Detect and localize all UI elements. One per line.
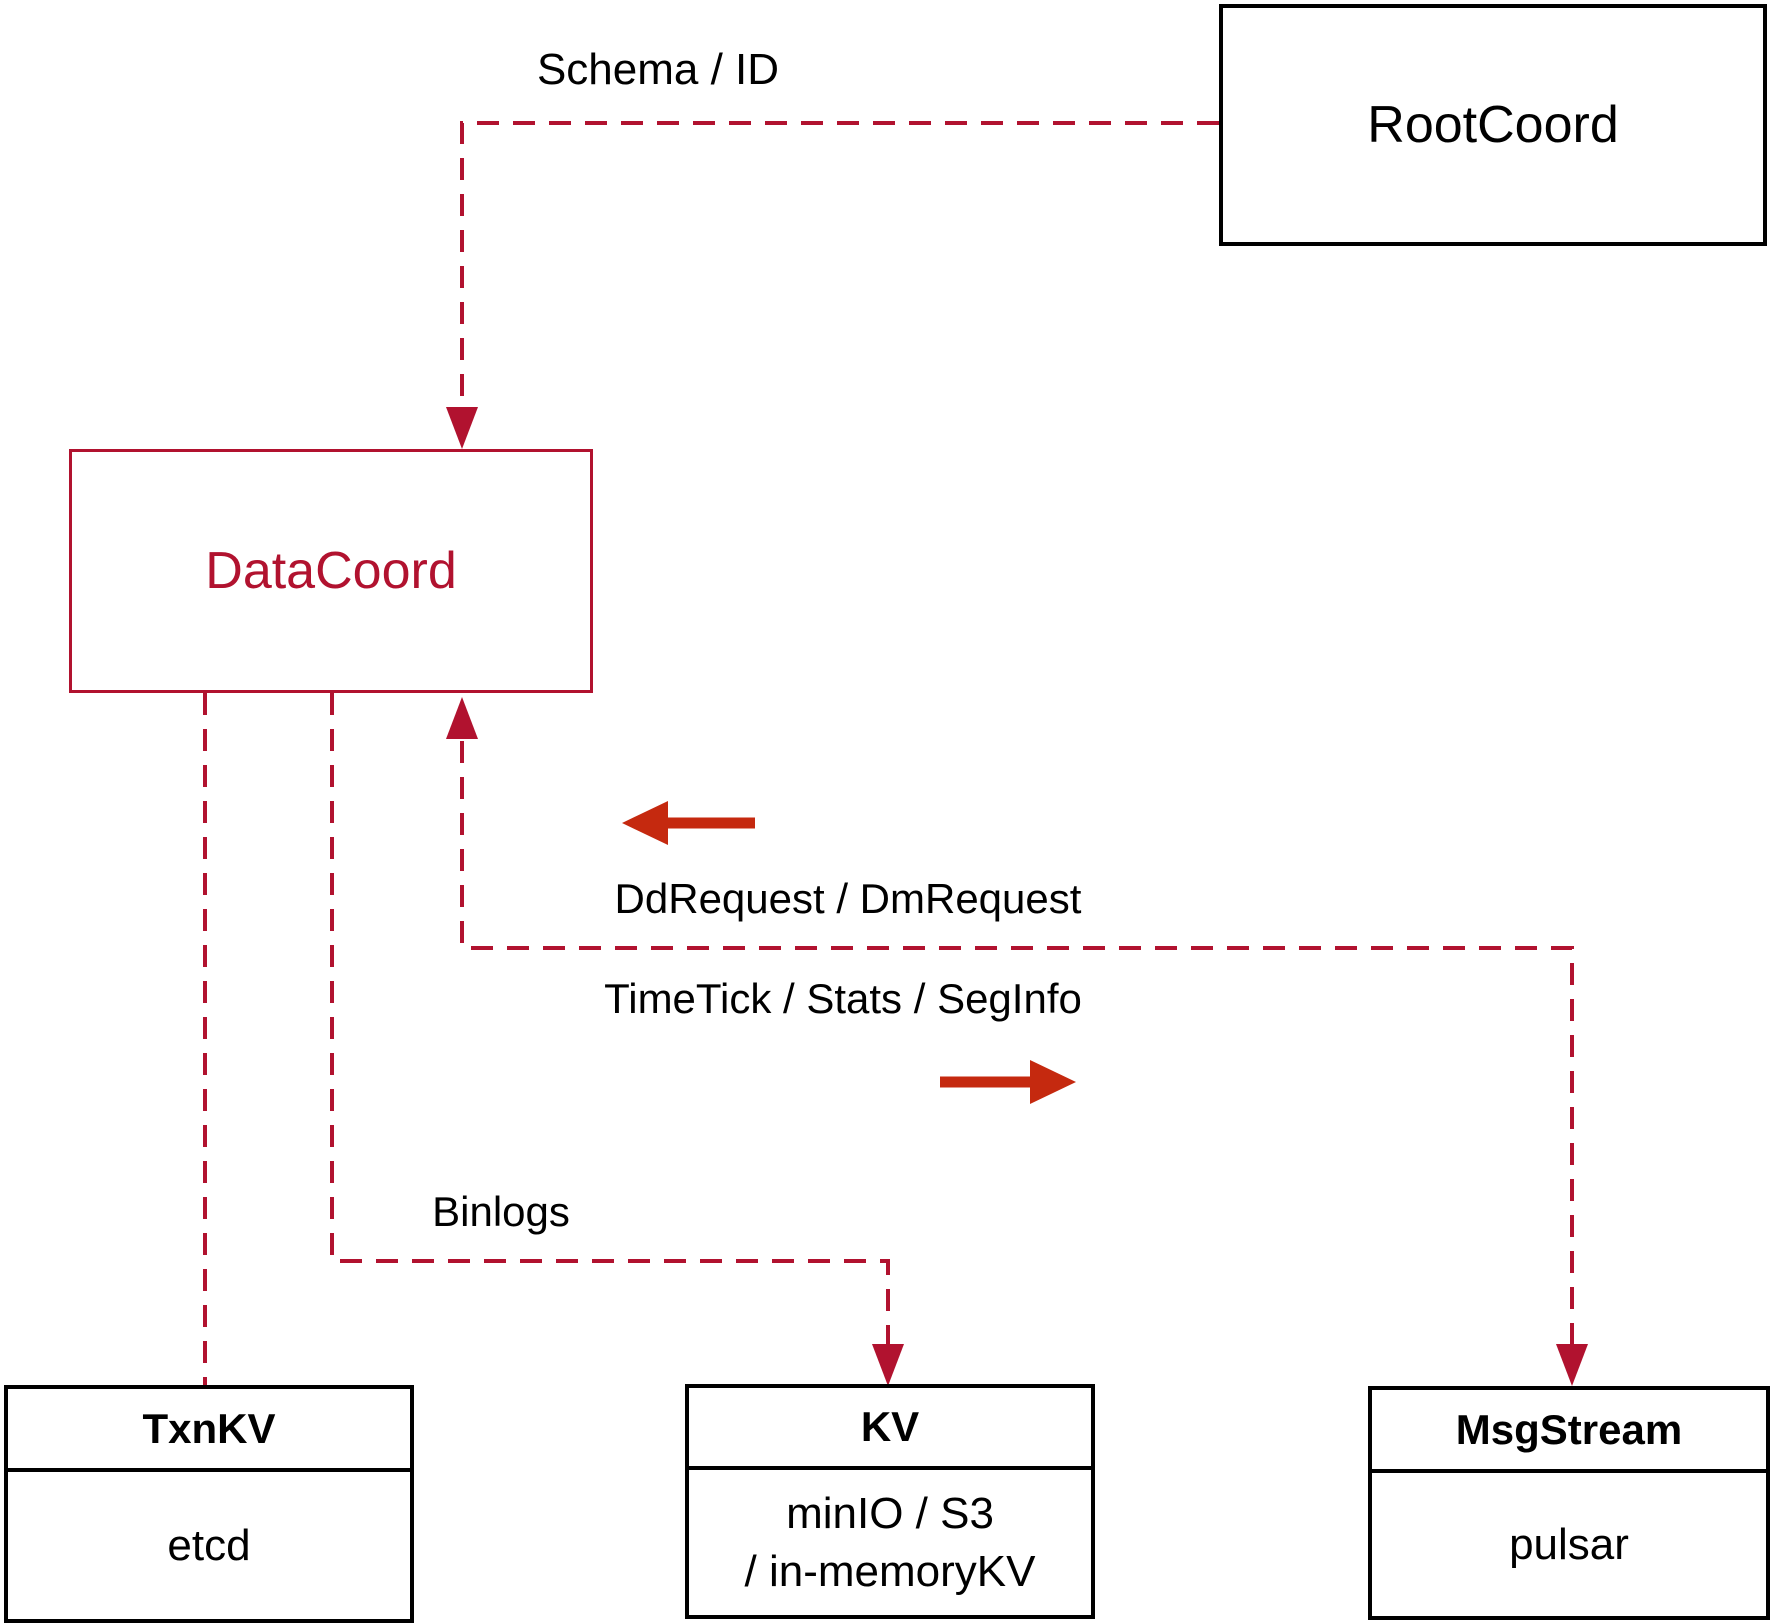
- node-rootcoord: RootCoord: [1219, 4, 1767, 246]
- dd-dm-msgstream-connector: [446, 697, 1588, 1386]
- node-msgstream-title: MsgStream: [1372, 1390, 1766, 1473]
- schema-id-connector: [446, 121, 1219, 449]
- schema-id-dashed-path: [460, 121, 1219, 437]
- node-kv-subtitle-line2: / in-memoryKV: [744, 1546, 1036, 1596]
- node-datacoord-label: DataCoord: [205, 542, 457, 600]
- node-msgstream: MsgStream pulsar: [1368, 1386, 1770, 1620]
- node-msgstream-subtitle: pulsar: [1509, 1519, 1629, 1569]
- edge-label-binlogs: Binlogs: [432, 1188, 570, 1235]
- edge-label-timetick-stats-seginfo: TimeTick / Stats / SegInfo: [604, 975, 1082, 1022]
- datacoord-up-arrowhead: [446, 697, 478, 739]
- node-kv: KV minIO / S3 / in-memoryKV: [685, 1384, 1095, 1619]
- node-txnkv-title: TxnKV: [8, 1389, 410, 1472]
- node-txnkv: TxnKV etcd: [4, 1385, 414, 1623]
- left-arrow-head: [622, 801, 668, 845]
- right-direction-arrow: [940, 1060, 1076, 1104]
- node-txnkv-subtitle: etcd: [167, 1520, 251, 1570]
- edge-label-schema-id: Schema / ID: [536, 45, 780, 94]
- binlogs-dashed-path: [330, 693, 890, 1376]
- binlogs-arrowhead: [872, 1344, 904, 1386]
- edge-label-dd-dm-request: DdRequest / DmRequest: [614, 875, 1082, 922]
- dd-dm-dashed-path: [460, 741, 1574, 1376]
- right-arrow-head: [1030, 1060, 1076, 1104]
- node-datacoord: DataCoord: [69, 449, 593, 693]
- binlogs-connector: [330, 693, 904, 1386]
- node-kv-subtitle: minIO / S3 / in-memoryKV: [689, 1470, 1091, 1615]
- node-kv-title: KV: [689, 1388, 1091, 1470]
- msgstream-down-arrowhead: [1556, 1344, 1588, 1386]
- left-direction-arrow: [622, 801, 755, 845]
- node-kv-subtitle-line1: minIO / S3: [786, 1488, 994, 1538]
- node-rootcoord-label: RootCoord: [1367, 96, 1619, 154]
- schema-id-arrowhead: [446, 407, 478, 449]
